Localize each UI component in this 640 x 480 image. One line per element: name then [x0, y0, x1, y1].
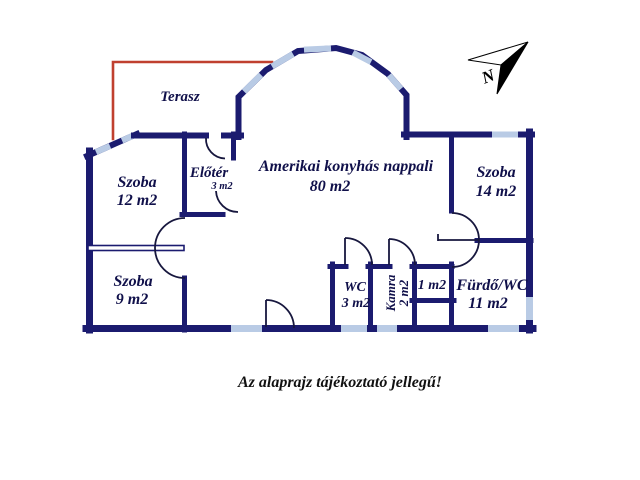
door-arc [205, 137, 226, 160]
room-area-szoba12: 12 m2 [117, 192, 157, 209]
room-area-szoba14: 14 m2 [476, 183, 516, 200]
room-label-furdo: Fürdő/WC [455, 277, 527, 294]
door-arc [215, 190, 239, 213]
door-arc [344, 237, 373, 266]
room-label-szoba14: Szoba [476, 164, 515, 181]
terrace-label: Terasz [160, 89, 200, 105]
room-label-kamra: Kamra [383, 274, 398, 312]
room-label-szoba9: Szoba [113, 273, 152, 290]
room-label-eloter: Előtér [189, 165, 228, 181]
room-label-szoba12: Szoba [117, 174, 156, 191]
north-arrow-icon: N [467, 41, 529, 95]
room-area-eloter: 3 m2 [210, 181, 233, 192]
room-area-kamra: 2 m2 [396, 279, 411, 307]
north-label: N [478, 65, 498, 88]
room-area-furdo: 11 m2 [468, 295, 508, 312]
window-segment [386, 73, 404, 91]
disclaimer-text: Az alaprajz tájékoztató jellegű! [237, 374, 442, 391]
terrace-outline [111, 60, 274, 141]
room-area-wc: 3 m2 [341, 296, 370, 311]
room-area-szoba9: 9 m2 [116, 291, 148, 308]
door-arc [265, 299, 295, 329]
room-label-nappali: Amerikai konyhás nappali [258, 158, 434, 175]
door-arc [451, 212, 480, 268]
door-arc [154, 217, 186, 279]
window-segment [270, 51, 295, 69]
window-segment [94, 143, 112, 155]
window-segment [351, 49, 373, 65]
room-area-tarolo: 1 m2 [418, 278, 446, 293]
door-arc [388, 238, 416, 266]
partition-wall [87, 244, 185, 252]
room-area-nappali: 80 m2 [310, 178, 350, 195]
room-label-wc: WC [344, 280, 366, 295]
window-segment [303, 45, 332, 53]
window-segment [241, 72, 264, 94]
